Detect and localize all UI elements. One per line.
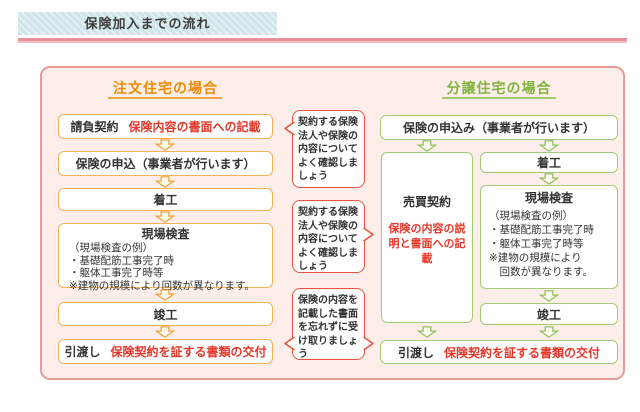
note-confirm-mid-bubble: 契約する保険法人や保険の内容についてよく確認しましょう (292, 200, 374, 273)
step-contract-label: 請負契約 (70, 120, 119, 134)
step-handover-box: 引渡し 保険契約を証する書類の交付 (58, 339, 273, 364)
inspection-line: ※建物の規模により回数が異なります。 (69, 279, 256, 292)
note-confirm-mid-text: 契約する保険法人や保険の内容についてよく確認しましょう (298, 207, 358, 272)
inspection-line: ・躯体工事完了時等 (489, 238, 584, 250)
down-arrow-icon (155, 139, 175, 151)
step-completion-box: 竣工 (58, 302, 273, 326)
step-site-inspection-box: 現場検査 （現場検査の例） ・基礎配筋工事完了時 ・躯体工事完了時等 ※建物の規… (58, 223, 273, 292)
bubble-tail-icon (362, 336, 374, 351)
note-receive-bubble: 保険の内容を記載した書面を忘れずに受け取りましょう (283, 288, 374, 360)
step-contract-note: 保険内容の書面への記載 (128, 120, 261, 134)
bubble-tail-icon (283, 121, 295, 136)
custom-flow-title: 注文住宅の場合 (113, 80, 218, 96)
step-handover-label: 引渡し (64, 345, 101, 359)
sales-contract-note: 保険の内容の説明と書面への記載 (388, 223, 466, 265)
sub-step-application-box: 保険の申込み（事業者が行います） (380, 115, 618, 140)
sub-site-inspection-title: 現場検査 (524, 191, 573, 205)
step-start-construction-label: 着工 (153, 193, 178, 207)
note-confirm-top-text: 契約する保険法人や保険の内容についてよく確認しましょう (298, 117, 358, 182)
sales-contract-box: 売買契約 保険の内容の説明と書面への記載 (381, 152, 473, 323)
sub-step-handover-label: 引渡し (397, 345, 434, 360)
step-handover-note: 保険契約を証する書類の交付 (110, 345, 267, 359)
page-title: 保険加入までの流れ (18, 12, 277, 35)
sub-step-start-construction-box: 着工 (480, 152, 618, 173)
down-arrow-icon (539, 173, 559, 185)
down-arrow-icon (417, 326, 437, 338)
step-start-construction-box: 着工 (58, 188, 273, 211)
down-arrow-icon (155, 176, 175, 188)
step-application-box: 保険の申込（事業者が行います） (58, 151, 273, 176)
down-arrow-icon (155, 326, 175, 338)
inspection-line: 回数が異なります。 (489, 266, 593, 278)
subdivision-flow-title: 分譲住宅の場合 (446, 80, 552, 96)
down-arrow-icon (155, 211, 175, 223)
sub-step-handover-note: 保険契約を証する書類の交付 (444, 345, 601, 360)
subdivision-title-underline (442, 97, 556, 99)
sub-step-handover-box: 引渡し 保険契約を証する書類の交付 (380, 340, 618, 364)
inspection-line: ※建物の規模により (489, 252, 582, 264)
sub-step-site-inspection-box: 現場検査 （現場検査の例） ・基礎配筋工事完了時 ・躯体工事完了時等 ※建物の規… (480, 185, 618, 289)
step-application-label: 保険の申込（事業者が行います） (75, 157, 256, 171)
inspection-line: （現場検査の例） (69, 242, 153, 254)
down-arrow-icon (539, 140, 559, 152)
inspection-line: ・基礎配筋工事完了時 (489, 224, 594, 236)
sub-step-completion-label: 竣工 (536, 307, 561, 322)
bubble-tail-icon (362, 227, 374, 242)
down-arrow-icon (539, 326, 559, 338)
down-arrow-icon (155, 289, 175, 301)
inspection-line: ・基礎配筋工事完了時 (69, 254, 174, 267)
sales-contract-label: 売買契約 (402, 195, 451, 209)
down-arrow-icon (539, 290, 559, 302)
step-completion-label: 竣工 (153, 307, 178, 322)
title-rule (18, 38, 627, 43)
down-arrow-icon (417, 140, 437, 152)
bubble-tail-icon (283, 336, 295, 351)
inspection-line: （現場検査の例） (489, 210, 573, 222)
sub-step-start-construction-label: 着工 (536, 156, 561, 170)
inspection-line: ・躯体工事完了時等 (69, 267, 164, 279)
note-receive-text: 保険の内容を記載した書面を忘れずに受け取りましょう (298, 295, 358, 360)
sub-step-completion-box: 竣工 (480, 303, 618, 325)
sub-step-application-label: 保険の申込み（事業者が行います） (402, 121, 595, 135)
note-confirm-top-bubble: 契約する保険法人や保険の内容についてよく確認しましょう (283, 110, 365, 188)
custom-title-underline (108, 97, 222, 99)
step-contract-box: 請負契約 保険内容の書面への記載 (58, 114, 273, 139)
site-inspection-title: 現場検査 (141, 227, 190, 241)
